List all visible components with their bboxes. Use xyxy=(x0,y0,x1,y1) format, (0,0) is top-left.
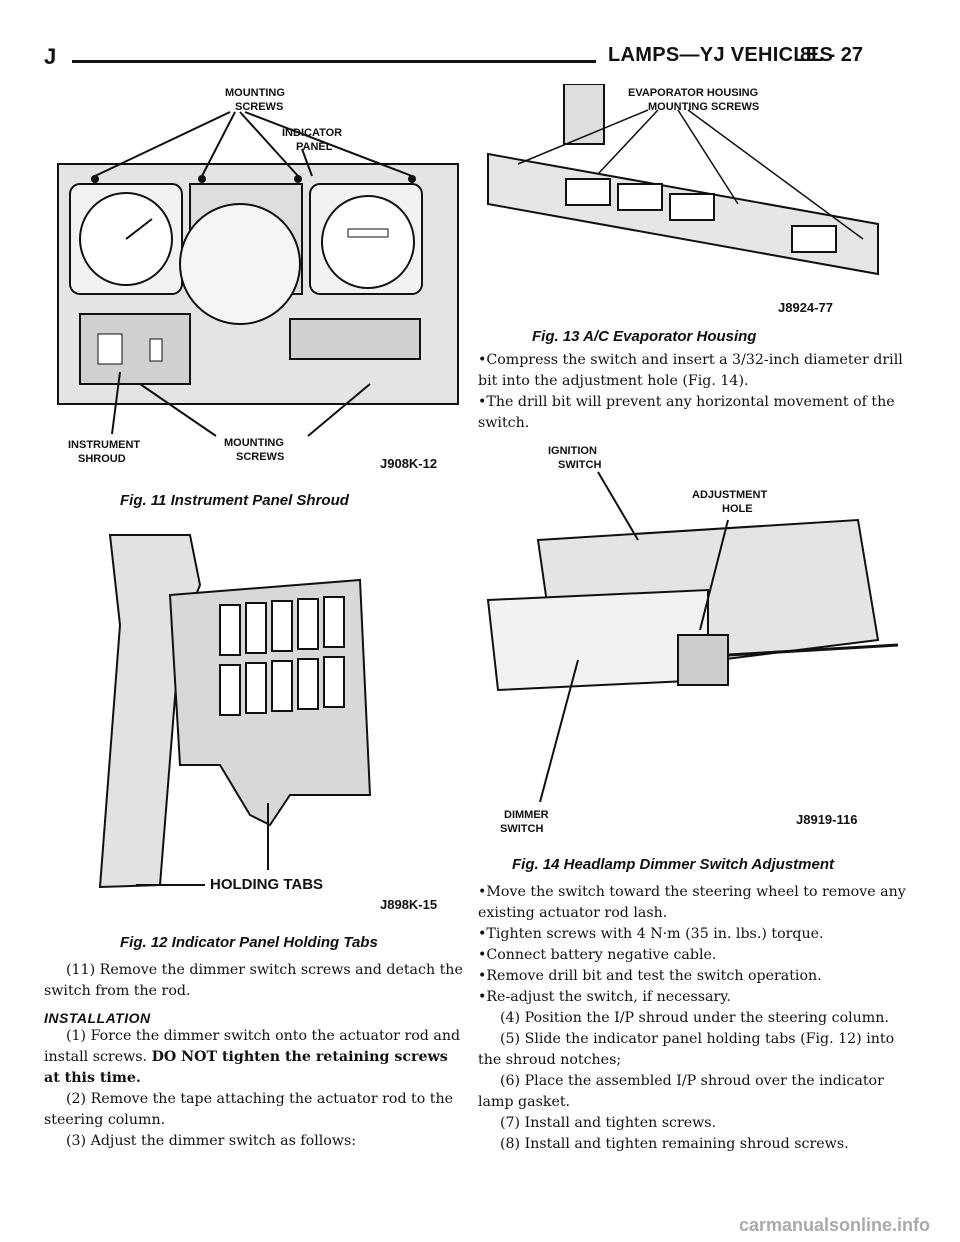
step-6: (6) Place the assembled I/P shroud over … xyxy=(478,1073,884,1110)
fig13-caption: Fig. 13 A/C Evaporator Housing xyxy=(532,328,757,345)
fig11-label-shroud: SHROUD xyxy=(78,453,126,465)
fig13-code: J8924-77 xyxy=(778,300,833,315)
fig13-label-evap: EVAPORATOR HOUSING xyxy=(628,87,758,99)
step-5: (5) Slide the indicator panel holding ta… xyxy=(478,1031,895,1068)
step-1-text: (1) Force the dimmer switch onto the act… xyxy=(44,1028,461,1065)
bullet-readjust: •Re-adjust the switch, if necessary. xyxy=(478,989,731,1005)
fig14-label-ignition-switch: SWITCH xyxy=(558,459,601,471)
fig11-label-mounting-top: MOUNTING xyxy=(225,87,285,99)
fig11-code: J908K-12 xyxy=(380,456,437,471)
bullet-connect-text: Connect battery negative cable. xyxy=(486,947,717,963)
bullet-move-text: Move the switch toward the steering whee… xyxy=(478,884,906,921)
step-1: (1) Force the dimmer switch onto the act… xyxy=(44,1026,464,1089)
right-column-bullets-top: •Compress the switch and insert a 3/32-i… xyxy=(478,350,910,434)
header-section: LAMPS—YJ VEHICLES xyxy=(608,44,834,66)
fig14-label-dimmer: DIMMER xyxy=(504,809,549,821)
fig14-label-adjustment: ADJUSTMENT xyxy=(692,489,767,501)
step-1-warning: DO NOT tighten the retaining screws at t… xyxy=(44,1049,448,1086)
fig12-illustration: HOLDING TABS J898K-15 xyxy=(98,534,437,912)
fig14-label-hole: HOLE xyxy=(722,503,753,515)
installation-heading: INSTALLATION xyxy=(44,1010,151,1026)
fig11-caption: Fig. 11 Instrument Panel Shroud xyxy=(120,492,349,509)
bullet-compress: •Compress the switch and insert a 3/32-i… xyxy=(478,352,903,389)
fig11-label-screws-top: SCREWS xyxy=(235,101,283,113)
bullet-move: •Move the switch toward the steering whe… xyxy=(478,884,906,921)
bullet-readjust-text: Re-adjust the switch, if necessary. xyxy=(486,989,731,1005)
bullet-tighten: •Tighten screws with 4 N·m (35 in. lbs.)… xyxy=(478,926,824,942)
right-column-text-bottom: •Move the switch toward the steering whe… xyxy=(478,882,910,1155)
fig14-illustration: IGNITION SWITCH ADJUSTMENT HOLE DIMMER S… xyxy=(486,445,899,835)
header-letter: J xyxy=(44,44,57,69)
fig11-label-instrument: INSTRUMENT xyxy=(68,439,140,451)
bullet-compress-text: Compress the switch and insert a 3/32-in… xyxy=(478,352,903,389)
fig11-label-indicator: INDICATOR xyxy=(282,127,342,139)
bullet-drill-bit-text: The drill bit will prevent any horizonta… xyxy=(478,394,895,431)
fig11-label-panel: PANEL xyxy=(296,141,333,153)
fig11-illustration: MOUNTING SCREWS INDICATOR PANEL INSTRUME… xyxy=(57,87,459,471)
header-page-number: 8L - 27 xyxy=(800,44,863,66)
fig11-label-screws-bottom: SCREWS xyxy=(236,451,284,463)
fig14-caption: Fig. 14 Headlamp Dimmer Switch Adjustmen… xyxy=(512,856,835,873)
step-4: (4) Position the I/P shroud under the st… xyxy=(500,1010,889,1026)
fig12-code: J898K-15 xyxy=(380,897,437,912)
bullet-connect: •Connect battery negative cable. xyxy=(478,947,717,963)
fig13-illustration: EVAPORATOR HOUSING MOUNTING SCREWS J8924… xyxy=(487,84,879,315)
watermark: carmanualsonline.info xyxy=(738,1215,930,1235)
step-7: (7) Install and tighten screws. xyxy=(500,1115,717,1131)
bullet-remove-text: Remove drill bit and test the switch ope… xyxy=(486,968,822,984)
fig12-caption: Fig. 12 Indicator Panel Holding Tabs xyxy=(120,934,378,951)
fig12-label-holding-tabs: HOLDING TABS xyxy=(210,876,323,893)
bullet-tighten-text: Tighten screws with 4 N·m (35 in. lbs.) … xyxy=(486,926,824,942)
fig14-label-ignition: IGNITION xyxy=(548,445,597,457)
page-header: J LAMPS—YJ VEHICLES 8L - 27 xyxy=(0,0,960,80)
fig14-code: J8919-116 xyxy=(796,812,857,827)
step-2: (2) Remove the tape attaching the actuat… xyxy=(44,1091,454,1128)
step-11: (11) Remove the dimmer switch screws and… xyxy=(44,962,463,999)
bullet-drill-bit: •The drill bit will prevent any horizont… xyxy=(478,394,895,431)
header-rule xyxy=(72,60,596,63)
step-8: (8) Install and tighten remaining shroud… xyxy=(500,1136,849,1152)
left-column-text: (11) Remove the dimmer switch screws and… xyxy=(44,960,464,1152)
bullet-remove: •Remove drill bit and test the switch op… xyxy=(478,968,822,984)
fig11-label-mounting-bottom: MOUNTING xyxy=(224,437,284,449)
fig14-label-dimmer-switch: SWITCH xyxy=(500,823,543,835)
step-3: (3) Adjust the dimmer switch as follows: xyxy=(66,1133,357,1149)
fig13-label-mounting-screws: MOUNTING SCREWS xyxy=(648,101,759,113)
